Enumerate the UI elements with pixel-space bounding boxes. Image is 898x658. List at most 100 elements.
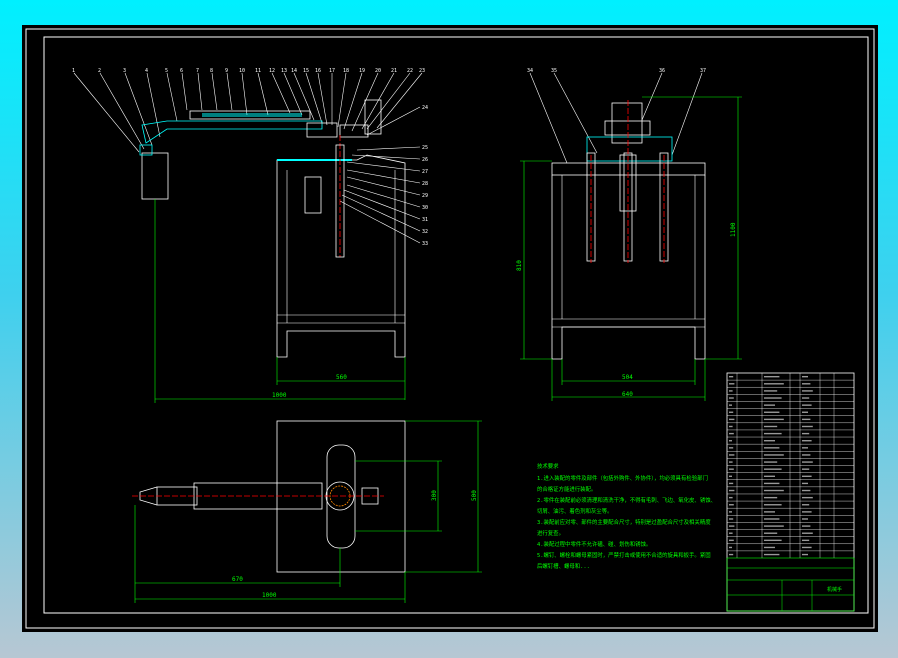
parts-cell-mark [802,454,811,456]
front-arm-hatch [202,113,302,117]
svg-text:3: 3 [123,68,126,74]
parts-cell-mark [764,475,775,477]
parts-cell-mark [802,518,808,520]
svg-text:14: 14 [291,68,297,74]
svg-text:18: 18 [343,68,349,74]
notes-line: 3.装配前应对零、部件的主要配合尺寸，特别是过盈配合尺寸及相关精度 [537,518,711,526]
svg-text:15: 15 [303,68,309,74]
svg-text:13: 13 [281,68,287,74]
parts-cell-mark [764,411,780,413]
svg-text:9: 9 [225,68,228,74]
parts-cell-mark [729,440,732,442]
parts-cell-mark [729,447,734,449]
gripper-clamp [139,144,153,156]
notes-title: 技术要求 [537,462,559,470]
parts-cell-mark [764,518,780,520]
parts-cell-mark [802,532,813,534]
parts-cell-mark [764,511,775,513]
parts-cell-mark [729,504,734,506]
svg-text:25: 25 [422,145,428,151]
parts-cell-mark [729,489,735,492]
svg-text:33: 33 [422,241,428,247]
svg-text:37: 37 [700,68,706,74]
parts-cell-mark [729,390,733,392]
parts-cell-mark [802,440,812,442]
dim-overall-width: 1000 [272,392,287,399]
parts-cell-mark [802,461,813,463]
parts-cell-mark [729,496,733,499]
parts-cell-mark [729,553,734,556]
front-view-leaders [73,72,423,244]
title-block-label: 机械手 [827,586,842,593]
svg-text:32: 32 [422,229,428,235]
parts-cell-mark [764,489,784,492]
parts-cell-mark [802,425,813,428]
parts-cell-mark [729,475,732,477]
parts-cell-mark [729,418,735,421]
svg-text:11: 11 [255,68,261,74]
side-view-dimensions [520,96,742,401]
parts-cell-mark [802,432,810,435]
front-arm-upper [189,110,311,120]
parts-cell-mark [729,425,733,428]
top-view-dimensions [134,420,482,603]
svg-text:23: 23 [419,68,425,74]
svg-text:26: 26 [422,157,428,163]
svg-text:10: 10 [239,68,245,74]
parts-cell-mark [764,468,782,470]
notes-line: 后螺钉槽、螺母和... [537,562,590,570]
svg-text:22: 22 [407,68,413,74]
notes-line: 5.螺钉、螺栓和螺母紧固时，严禁打击或使用不合适的旋具和扳手。紧固 [537,551,711,559]
top-rotary-plate [326,444,356,549]
svg-text:5: 5 [165,68,168,74]
svg-text:29: 29 [422,193,428,199]
parts-cell-mark [764,546,775,549]
parts-cell-mark [729,511,732,513]
svg-text:20: 20 [375,68,381,74]
parts-cell-mark [729,397,734,399]
parts-cell-mark [802,482,808,485]
parts-cell-mark [729,525,735,527]
parts-cell-mark [764,461,778,463]
svg-text:36: 36 [659,68,665,74]
top-view: 300 500 670 1000 [132,420,482,603]
dim-arm-length: 670 [232,576,243,583]
parts-cell-mark [729,468,734,470]
parts-cell-mark [802,418,811,421]
dim-outer-width: 640 [622,391,633,398]
parts-cell-mark [764,496,778,499]
svg-text:21: 21 [391,68,397,74]
parts-cell-mark [764,418,784,421]
parts-cell-mark [764,447,780,449]
svg-text:24: 24 [422,105,428,111]
parts-cell-mark [729,432,734,435]
front-base-frame [276,154,406,358]
cylinder-base [339,124,369,138]
svg-text:28: 28 [422,181,428,187]
cylinder-top [364,99,382,135]
parts-cell-mark [729,411,734,413]
parts-cell-mark [729,546,732,549]
parts-cell-mark [802,397,810,399]
technical-notes: 技术要求 1.进入装配的零件及部件（包括外购件、外协件），均必须具有检验部门 的… [537,462,716,570]
parts-cell-mark [802,383,811,385]
side-top-plate [586,136,673,162]
parts-cell-mark [802,468,810,470]
svg-text:4: 4 [145,68,148,74]
parts-cell-mark [729,375,734,378]
parts-cell-mark [764,397,782,399]
dim-square-width: 300 [431,490,438,501]
parts-cell-mark [802,511,812,513]
parts-cell-mark [802,489,811,492]
svg-text:16: 16 [315,68,321,74]
parts-cell-mark [764,504,782,506]
parts-cell-mark [729,383,735,385]
parts-cell-mark [729,404,732,406]
parts-cell-mark [802,411,808,413]
front-cylinder [304,176,322,214]
parts-cell-mark [802,525,811,527]
